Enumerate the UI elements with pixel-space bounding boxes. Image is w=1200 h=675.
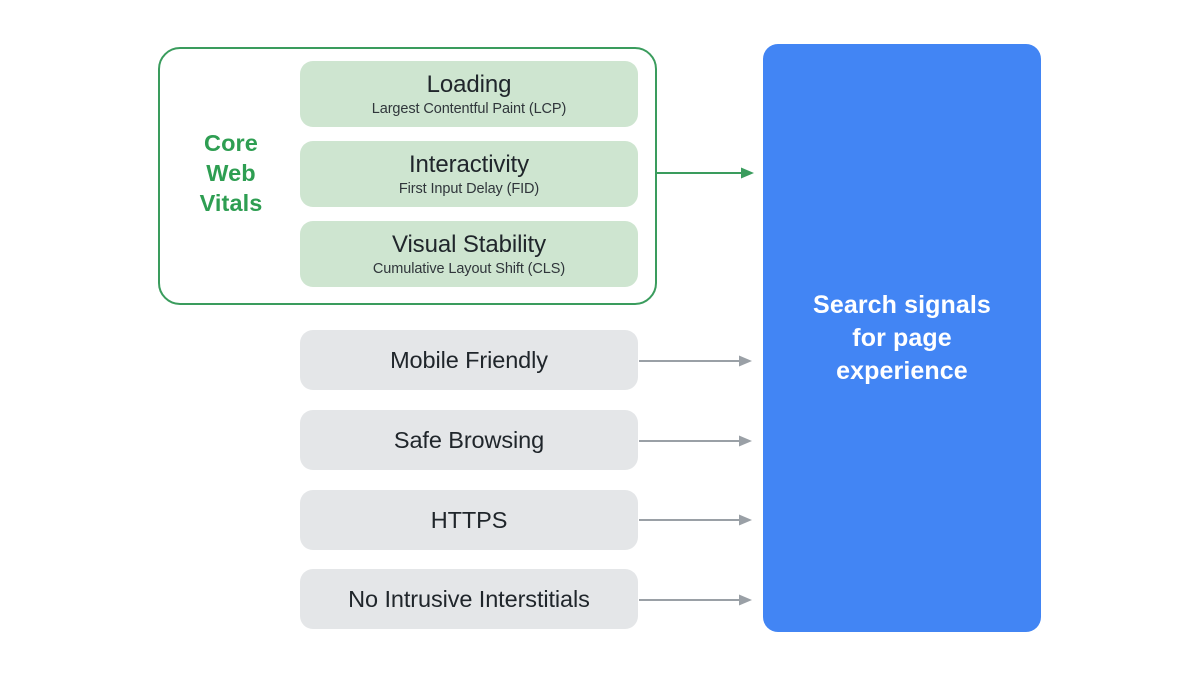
metric-pill-loading[interactable]: Loading Largest Contentful Paint (LCP) — [300, 61, 638, 127]
metric-pill-interactivity[interactable]: Interactivity First Input Delay (FID) — [300, 141, 638, 207]
metric-subtitle: Largest Contentful Paint (LCP) — [371, 100, 567, 117]
signal-title: Safe Browsing — [393, 427, 545, 453]
search-signals-panel-text: Search signals for page experience — [813, 289, 991, 388]
metric-subtitle: Cumulative Layout Shift (CLS) — [372, 260, 566, 277]
core-web-vitals-label-line-1: Core — [204, 130, 258, 156]
search-signals-line-3: experience — [836, 356, 968, 385]
signal-pill-no-intrusive-interstitials[interactable]: No Intrusive Interstitials — [300, 569, 638, 629]
search-signals-line-2: for page — [852, 323, 952, 352]
signal-pill-mobile-friendly[interactable]: Mobile Friendly — [300, 330, 638, 390]
signal-title: No Intrusive Interstitials — [348, 586, 590, 612]
signal-pill-https[interactable]: HTTPS — [300, 490, 638, 550]
signal-pill-safe-browsing[interactable]: Safe Browsing — [300, 410, 638, 470]
search-signals-panel: Search signals for page experience — [763, 44, 1041, 632]
core-web-vitals-label-line-2: Web — [206, 160, 256, 186]
arrow-icon-mobile-friendly — [639, 354, 755, 368]
signal-title: HTTPS — [430, 507, 508, 533]
arrow-icon-safe-browsing — [639, 434, 755, 448]
arrow-icon-https — [639, 513, 755, 527]
metric-pill-visual-stability[interactable]: Visual Stability Cumulative Layout Shift… — [300, 221, 638, 287]
search-signals-line-1: Search signals — [813, 290, 991, 319]
metric-subtitle: First Input Delay (FID) — [398, 180, 540, 197]
arrow-icon-no-intrusive-interstitials — [639, 593, 755, 607]
core-web-vitals-label: Core Web Vitals — [168, 128, 294, 218]
arrow-icon-core-web-vitals — [655, 166, 755, 180]
signal-title: Mobile Friendly — [390, 347, 548, 373]
core-web-vitals-label-line-3: Vitals — [199, 190, 263, 216]
metric-title: Interactivity — [408, 150, 530, 178]
metric-title: Visual Stability — [391, 230, 547, 258]
metric-title: Loading — [426, 70, 512, 98]
